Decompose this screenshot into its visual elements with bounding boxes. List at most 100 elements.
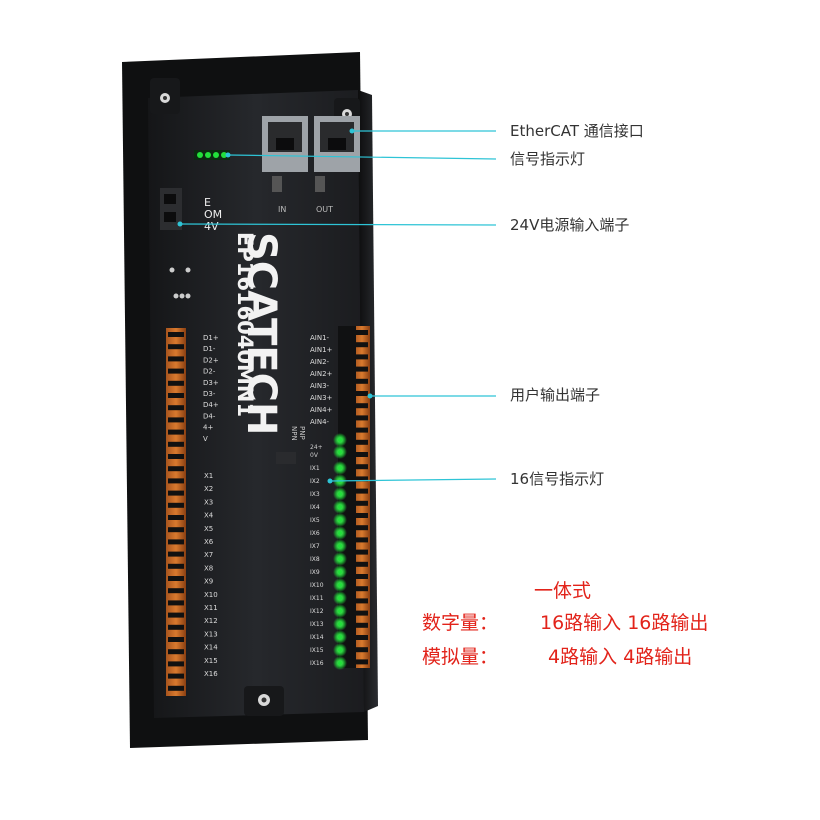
output-terminal-label: IX10 [310, 582, 324, 589]
brand-text: SCATECH [238, 232, 284, 435]
ethercat-ports [262, 116, 360, 172]
output-led [337, 621, 343, 627]
spec-analog-value: 4路输入 4路输出 [548, 646, 693, 668]
callout-line [179, 223, 497, 226]
output-led [337, 517, 343, 523]
analog-led [337, 437, 343, 443]
x-terminal-label: X13 [204, 630, 218, 638]
left-terminal-label: D4- [203, 412, 216, 420]
output-terminal-label: IX11 [310, 595, 324, 602]
spec-digital-value: 16路输入 16路输出 [540, 612, 709, 634]
x-terminal-label: X7 [204, 551, 213, 559]
callout-16-indicators: 16信号指示灯 [510, 470, 605, 488]
output-led [337, 465, 343, 471]
analog-terminal-label: AIN1+ [310, 346, 333, 354]
output-led [337, 556, 343, 562]
output-led [337, 595, 343, 601]
x-terminal-label: X8 [204, 564, 213, 572]
callout-dot [327, 478, 333, 484]
front-panel [148, 90, 364, 718]
left-terminal-label: D2- [203, 368, 216, 376]
x-terminal-label: X1 [204, 472, 213, 480]
spec-title: 一体式 [534, 580, 592, 602]
power-terminal-label: 4V [204, 220, 219, 233]
output-terminal-label: IX4 [310, 504, 320, 511]
output-terminal-label: IX6 [310, 530, 320, 537]
x-terminal-label: X2 [204, 485, 213, 493]
right-terminal-teeth [356, 330, 368, 665]
analog-terminal-label: AIN4+ [310, 406, 333, 414]
spec-digital-label: 数字量： [422, 612, 499, 634]
output-led [337, 608, 343, 614]
power-terminal-label: E [204, 196, 211, 209]
left-terminal-label: D3- [203, 390, 216, 398]
analog-led [337, 449, 343, 455]
output-terminal-label: IX7 [310, 543, 320, 550]
output-terminal-label: IX14 [310, 634, 324, 641]
callout-power-terminal: 24V电源输入端子 [510, 216, 630, 234]
left-terminal-label: 4+ [203, 424, 213, 432]
power-label-24: 24+ [310, 444, 323, 451]
x-terminal-label: X16 [204, 670, 218, 678]
output-terminal-label: IX8 [310, 556, 320, 563]
analog-terminal-label: AIN2+ [310, 370, 333, 378]
output-terminal-label: IX13 [310, 621, 324, 628]
output-led [337, 569, 343, 575]
spec-analog-label: 模拟量： [422, 646, 499, 668]
output-led [337, 543, 343, 549]
callout-line [227, 154, 497, 160]
analog-terminal-label: AIN3- [310, 382, 330, 390]
left-terminal-teeth [168, 332, 184, 691]
x-terminal-label: X9 [204, 578, 213, 586]
callout-output-terminal: 用户输出端子 [510, 386, 601, 404]
output-terminal-label: IX2 [310, 478, 320, 485]
output-led [337, 491, 343, 497]
x-terminal-label: X14 [204, 644, 218, 652]
x-terminal-label: X4 [204, 512, 214, 520]
x-terminal-label: X6 [204, 538, 214, 546]
x-terminal-label: X10 [204, 591, 218, 599]
output-led [337, 634, 343, 640]
output-led [337, 647, 343, 653]
x-terminal-label: X5 [204, 525, 213, 533]
x-terminal-label: X12 [204, 617, 218, 625]
port-out-label: OUT [316, 205, 333, 214]
npn-label: NPN [290, 426, 298, 441]
left-terminal-label: V [203, 435, 208, 443]
callout-signal-indicator: 信号指示灯 [510, 150, 586, 168]
callout-dot [225, 152, 231, 158]
callout-dot [177, 221, 183, 227]
callout-dot [349, 128, 355, 134]
left-terminal-label: D2+ [203, 356, 219, 364]
output-terminal-label: IX15 [310, 647, 324, 654]
left-terminal-label: D1+ [203, 334, 219, 342]
pnp-label: PNP [298, 426, 306, 440]
analog-terminal-label: AIN4- [310, 418, 330, 426]
right-terminal-strip [354, 326, 370, 668]
output-led [337, 504, 343, 510]
callout-ethercat-port: EtherCAT 通信接口 [510, 122, 644, 140]
callout-lines [177, 128, 497, 484]
output-terminal-label: IX16 [310, 660, 324, 667]
port-in-label: IN [278, 205, 286, 214]
left-terminal-labels: D1+D1-D2+D2-D3+D3-D4+D4-4+VX1X2X3X4X5X6X… [203, 334, 219, 678]
output-led [337, 530, 343, 536]
output-indicator-leds [333, 433, 347, 670]
power-terminal-label: OM [204, 208, 222, 221]
analog-terminal-labels: AIN1-AIN1+AIN2-AIN2+AIN3-AIN3+AIN4+AIN4- [310, 334, 333, 426]
x-terminal-label: X11 [204, 604, 218, 612]
callout-line [329, 478, 497, 482]
model-text: EP1616040MN1 [233, 232, 257, 417]
left-terminal-label: D4+ [203, 401, 219, 409]
output-led [337, 582, 343, 588]
left-terminal-label: D3+ [203, 379, 219, 387]
output-terminal-label: IX12 [310, 608, 324, 615]
output-terminal-label: IX3 [310, 491, 320, 498]
output-terminal-label: IX5 [310, 517, 320, 524]
output-terminal-label: IX1 [310, 465, 320, 472]
output-terminal-labels: IX1IX2IX3IX4IX5IX6IX7IX8IX9IX10IX11IX12I… [310, 465, 324, 667]
analog-terminal-label: AIN2- [310, 358, 330, 366]
